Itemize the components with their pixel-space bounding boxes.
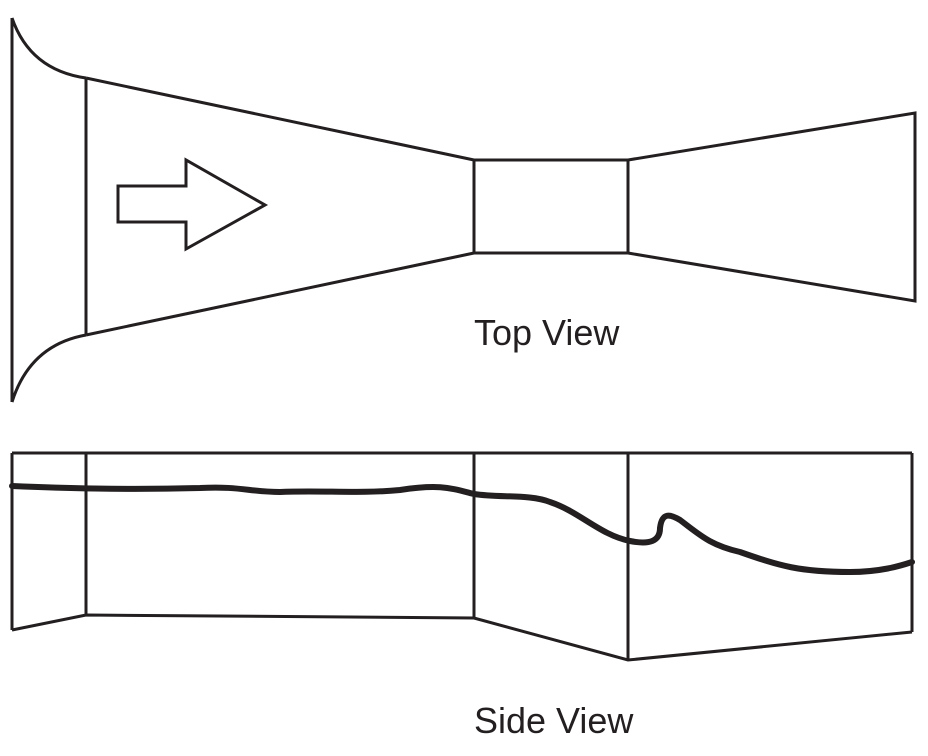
contraction-top: [85, 76, 475, 162]
side-view-label: Side View: [474, 700, 634, 741]
flow-direction-arrow-icon: [116, 157, 269, 252]
flow-streamline: [9, 483, 915, 576]
contraction-bottom: [85, 251, 475, 337]
test-section: [472, 158, 630, 255]
side-view: [9, 451, 915, 662]
inlet-top-curve: [10, 17, 87, 80]
inlet-bottom-curve: [10, 333, 87, 403]
top-view-label: Top View: [474, 312, 620, 353]
top-view: [10, 17, 917, 403]
side-bottom-edge: [11, 613, 913, 662]
diffuser: [627, 111, 917, 303]
